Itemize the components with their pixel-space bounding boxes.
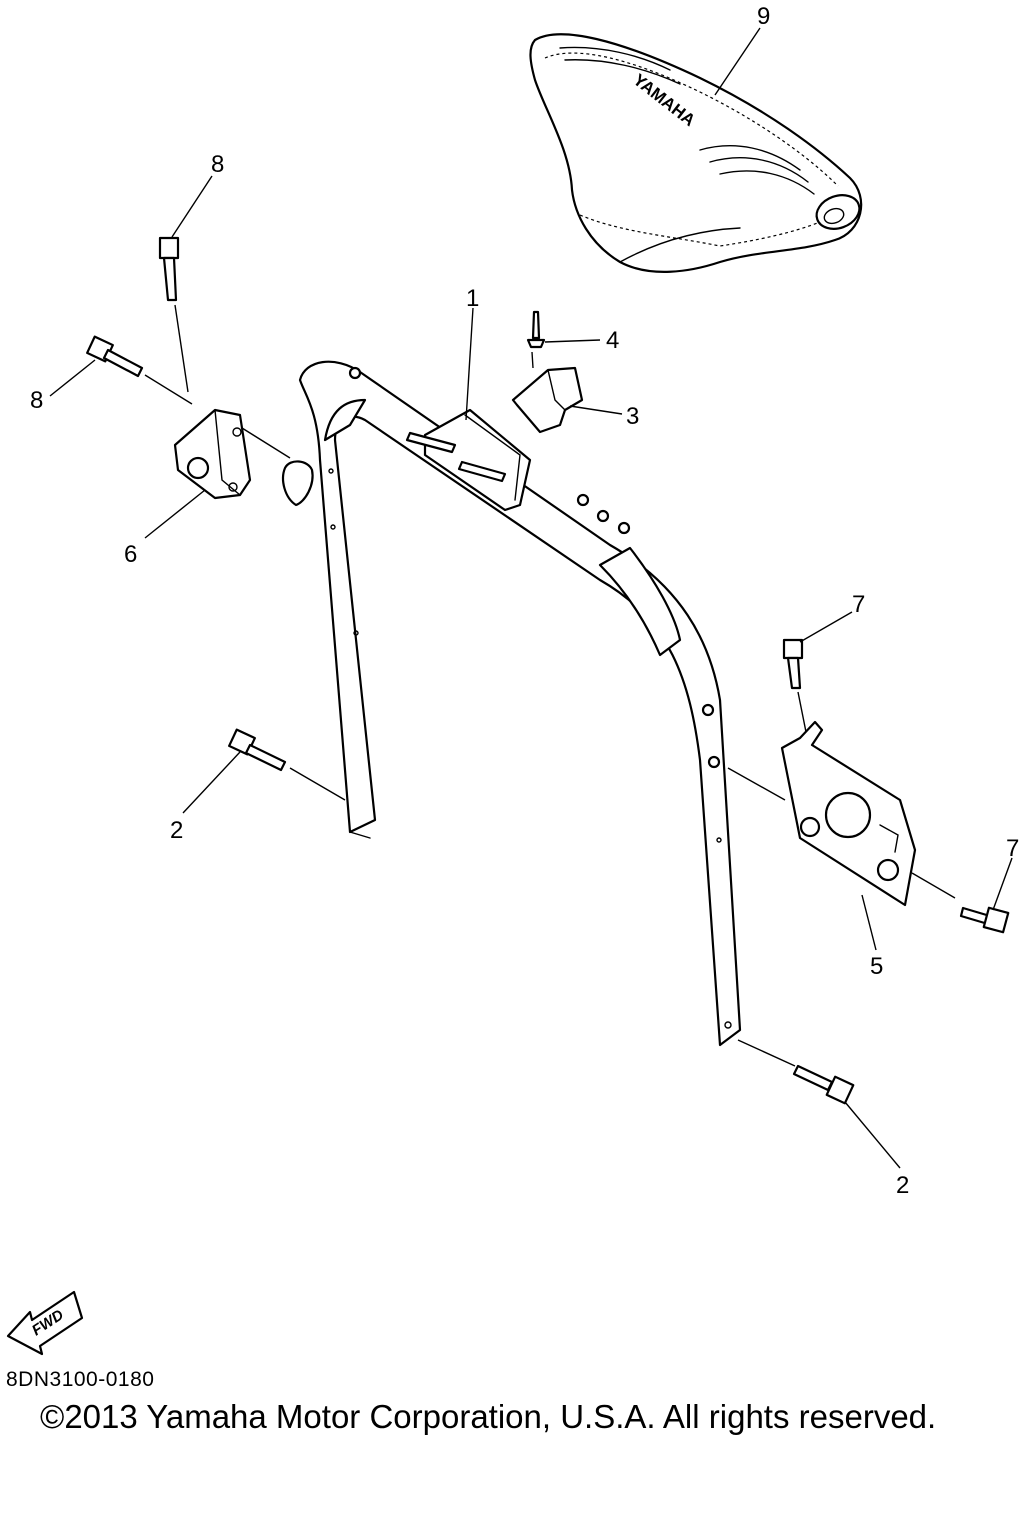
- callout-8-top: 8: [211, 151, 224, 178]
- rivet: [526, 310, 546, 349]
- bracket-right: [780, 720, 917, 907]
- bolt-7-top: [782, 638, 804, 690]
- callout-2-left: 2: [170, 817, 183, 844]
- callout-6: 6: [124, 541, 137, 568]
- bolt-2-right: [792, 1064, 855, 1105]
- callout-2-right: 2: [896, 1172, 909, 1199]
- callout-8-left: 8: [30, 387, 43, 414]
- callout-3: 3: [626, 403, 639, 430]
- callout-9: 9: [757, 3, 770, 30]
- callout-7-right: 7: [1006, 835, 1019, 862]
- callout-5: 5: [870, 953, 883, 980]
- reference-code: 8DN3100-0180: [6, 1368, 155, 1391]
- bolt-2-left: [228, 728, 287, 772]
- callout-7-top: 7: [852, 591, 865, 618]
- frame: [281, 360, 742, 1047]
- copyright-notice: ©2013 Yamaha Motor Corporation, U.S.A. A…: [40, 1398, 937, 1435]
- fwd-arrow-icon: FWD: [6, 1290, 84, 1356]
- bolt-7-right: [959, 906, 1010, 934]
- bolt-8-left: [86, 335, 144, 378]
- bracket-left: [173, 408, 252, 500]
- bolt-8-top: [158, 236, 180, 302]
- clip: [511, 366, 584, 434]
- seat: YAMAHA: [529, 33, 863, 273]
- callout-4: 4: [606, 327, 619, 354]
- callout-1: 1: [466, 285, 479, 312]
